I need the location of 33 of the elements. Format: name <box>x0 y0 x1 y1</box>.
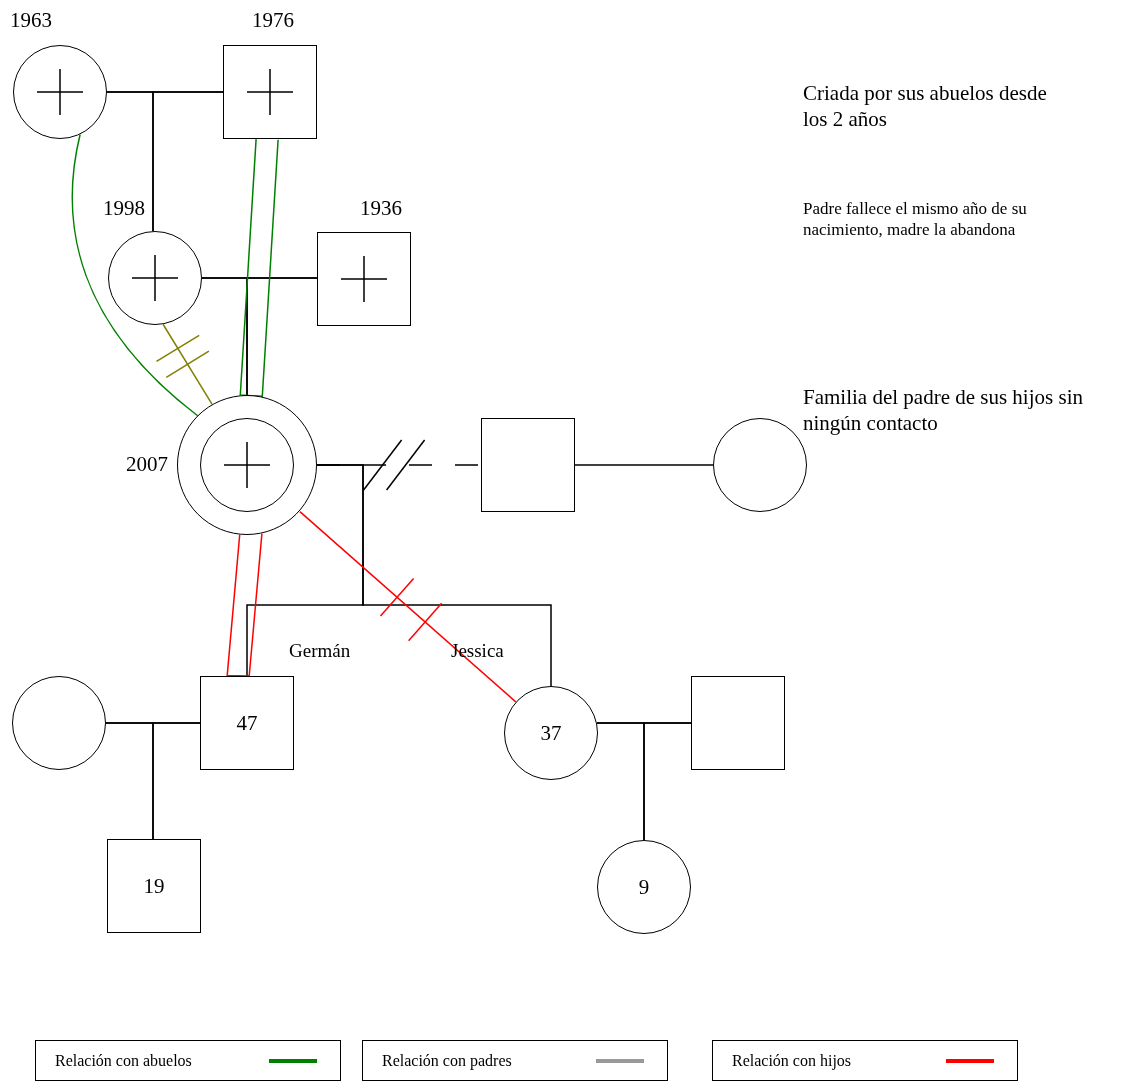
year-label: 1936 <box>360 196 402 221</box>
name-label: Germán <box>289 640 351 662</box>
male-square <box>107 839 201 933</box>
legend-label: Relación con padres <box>382 1052 512 1070</box>
note-text: Criada por sus abuelos desde los 2 años <box>803 80 1048 133</box>
family-line <box>316 464 552 687</box>
family-line <box>643 722 692 841</box>
male-square <box>481 418 575 512</box>
age-label: 19 <box>143 873 165 899</box>
note-text: Familia del padre de sus hijos sin ningún contacto <box>803 384 1084 437</box>
year-label: 1963 <box>10 8 52 33</box>
age-label: 9 <box>638 874 650 900</box>
relation-line <box>239 138 279 398</box>
relation-line <box>299 510 517 703</box>
relation-line <box>71 133 199 417</box>
year-label: 2007 <box>126 452 168 477</box>
male-square <box>317 232 411 326</box>
year-label: 1998 <box>103 196 145 221</box>
family-line <box>574 464 714 466</box>
note-text: Padre fallece el mismo año de su nacimiento, madre la abandona <box>803 198 1028 241</box>
relation-line <box>155 323 213 405</box>
age-label: 47 <box>236 710 258 736</box>
male-square <box>200 676 294 770</box>
legend-label: Relación con hijos <box>732 1052 852 1070</box>
family-line <box>152 722 201 840</box>
family-line <box>246 277 318 396</box>
year-label: 1976 <box>252 8 294 33</box>
legend-label: Relación con abuelos <box>55 1052 192 1070</box>
relation-line <box>226 532 263 677</box>
male-square <box>691 676 785 770</box>
male-square <box>223 45 317 139</box>
family-line <box>152 91 224 232</box>
age-label: 37 <box>540 720 562 746</box>
